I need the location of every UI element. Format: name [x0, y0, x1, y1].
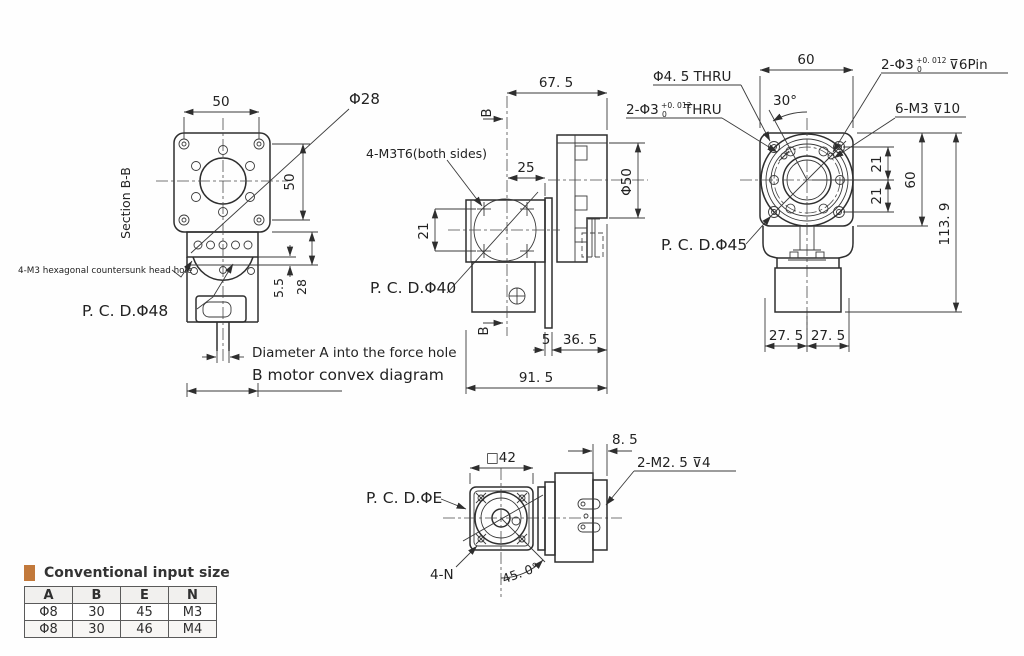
cell-e1: 45: [120, 603, 169, 621]
mounting-plate: [544, 197, 553, 329]
cell-a1: Φ8: [24, 603, 73, 621]
bearing-band: [186, 231, 259, 258]
m3t6-note: 4-M3T6(both sides): [366, 146, 487, 161]
dim-28-label: 28: [294, 279, 309, 295]
input-view-drawing: □42 8. 5 2-M2. 5 ⊽4 P. C. D.ΦE 4-N 45. 0…: [366, 432, 736, 597]
pin-label-base: 2-Φ3: [881, 57, 914, 73]
dim-91-5-label: 91. 5: [519, 370, 553, 386]
dim-67-5-label: 67. 5: [539, 75, 573, 91]
cell-b2: 30: [72, 620, 121, 638]
cell-a2: Φ8: [24, 620, 73, 638]
dim-30deg-label: 30°: [773, 93, 797, 109]
cell-b1: 30: [72, 603, 121, 621]
phi50-label: Φ50: [619, 168, 635, 196]
thru-label-base: 2-Φ3: [626, 102, 659, 118]
column-header-b: B: [72, 586, 121, 604]
dim-45deg-label: 45. 0°: [500, 559, 541, 586]
dim-36-5-label: 36. 5: [563, 332, 597, 348]
dim-21-lower-label: 21: [869, 187, 885, 204]
column-header-n: N: [168, 586, 217, 604]
dim-60-right-label: 60: [903, 171, 919, 188]
section-arrow-b-bottom: B: [476, 326, 492, 335]
phi45-thru-label: Φ4. 5 THRU: [653, 69, 731, 85]
dim-113-9-label: 113. 9: [937, 203, 953, 246]
dim-5-5-label: 5.5: [271, 278, 286, 298]
pin-label-tolerance-sup: +0. 012: [916, 56, 947, 65]
phi28-label: Φ28: [349, 90, 380, 108]
input-connector-body: [592, 479, 608, 551]
m3-tap-label: 6-M3 ⊽10: [895, 101, 960, 117]
dim-21-label: 21: [416, 222, 432, 239]
legend-accent-icon: [24, 565, 35, 581]
section-view-drawing: 50 Φ28 50 5.5 28 Section B-B 4-M3 hexago…: [18, 90, 457, 397]
pin-label-tolerance-sub: 0: [917, 65, 922, 74]
dim-5-label: 5: [542, 332, 551, 348]
pcd-e-label: P. C. D.ΦE: [366, 489, 442, 507]
pcd40-label: P. C. D.Φ40: [370, 279, 456, 297]
column-header-a: A: [24, 586, 73, 604]
dim-60-top-label: 60: [797, 52, 814, 68]
dim-27-5-right-label: 27. 5: [811, 328, 845, 344]
legend-title: Conventional input size: [44, 565, 230, 581]
dim-25-label: 25: [517, 160, 534, 176]
n-holes-label: 4-N: [430, 567, 454, 583]
output-block: [471, 261, 536, 313]
pin-label-suffix: ⊽6Pin: [949, 57, 988, 73]
column-header-e: E: [120, 586, 169, 604]
view-caption: B motor convex diagram: [252, 366, 444, 384]
cell-n2: M4: [168, 620, 217, 638]
table-row: Φ8 30 46 M4: [24, 620, 217, 638]
thru-label-suffix: THRU: [683, 102, 722, 118]
cell-e2: 46: [120, 620, 169, 638]
force-hole-note: Diameter A into the force hole: [252, 345, 457, 361]
table-row: Φ8 30 45 M3: [24, 603, 217, 621]
dim-27-5-left-label: 27. 5: [769, 328, 803, 344]
input-flange-outline: [469, 486, 534, 551]
dim-sq42-label: □42: [486, 450, 516, 466]
table-header-row: A B E N: [24, 586, 217, 604]
section-arrow-b-top: B: [479, 108, 495, 117]
cell-n1: M3: [168, 603, 217, 621]
pcd45-label: P. C. D.Φ45: [661, 236, 747, 254]
dim-50-right-label: 50: [282, 173, 298, 190]
input-size-table: A B E N Φ8 30 45 M3 Φ8 30 46 M4: [24, 586, 217, 638]
dim-50-top-label: 50: [212, 94, 229, 110]
thru-label-tolerance-sup: +0. 012: [661, 101, 692, 110]
m2-5-label: 2-M2. 5 ⊽4: [637, 455, 711, 471]
dim-21-upper-label: 21: [869, 155, 885, 172]
front-base-block: [774, 267, 842, 313]
section-bb-label: Section B-B: [118, 167, 133, 239]
connector-block: [195, 295, 247, 323]
pcd48-label: P. C. D.Φ48: [82, 302, 168, 320]
front-view-drawing: Φ4. 5 THRU 60 2-Φ3 +0. 012 0 ⊽6Pin 30° 2…: [626, 52, 1008, 352]
side-view-drawing: 67. 5 B B 4-M3T6(both sides) 25 21 Φ50 P…: [366, 75, 648, 394]
input-size-legend: Conventional input size A B E N Φ8 30 45…: [24, 565, 234, 638]
countersunk-note: 4-M3 hexagonal countersunk head hole: [18, 266, 192, 276]
dim-8-5-label: 8. 5: [612, 432, 638, 448]
thru-label-tolerance-sub: 0: [662, 110, 667, 119]
motor-flange-profile: [556, 134, 608, 263]
